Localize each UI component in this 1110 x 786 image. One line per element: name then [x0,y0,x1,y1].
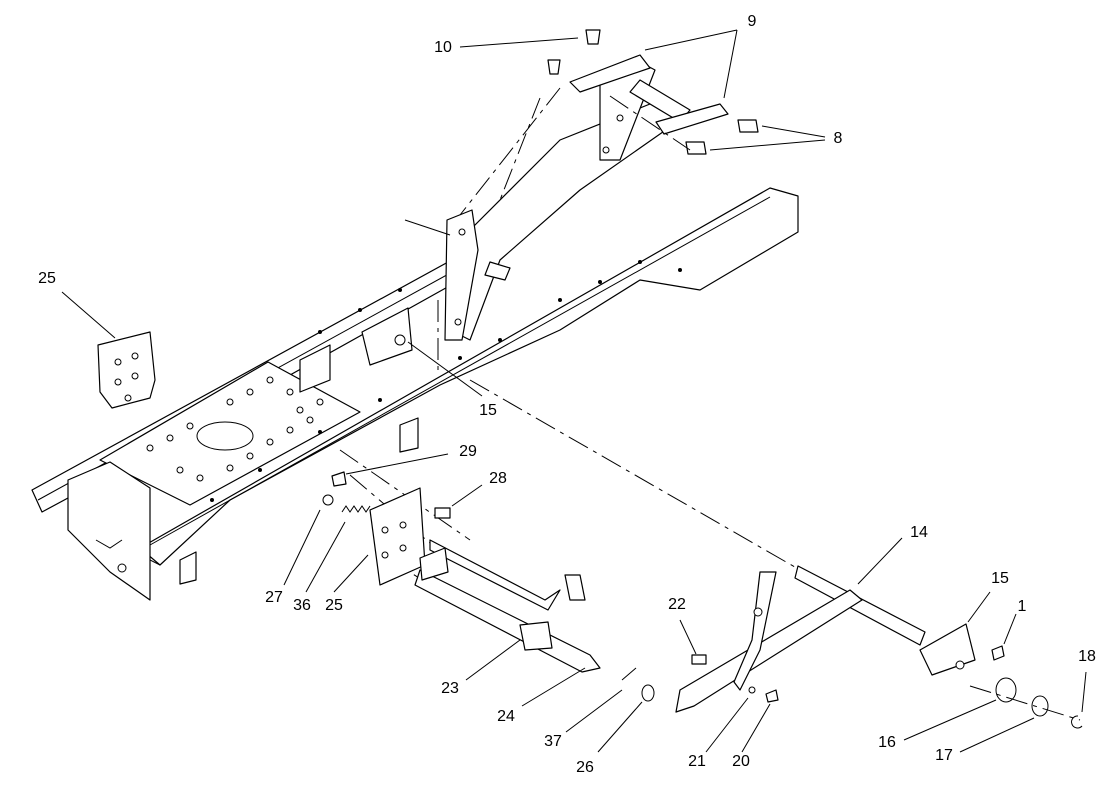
callout-15-right: 15 [991,570,1009,587]
cross-shaft [794,565,926,646]
front-cross-member [67,461,151,601]
callout-18: 18 [1078,648,1096,665]
pedal-bracket [369,487,426,586]
lift-arm-plate-front [444,209,479,341]
clevis-pin-upper [737,119,759,133]
callout-25: 25 [38,270,56,287]
callout-8: 8 [834,130,843,147]
spring [341,505,371,513]
callout-9: 9 [748,13,757,30]
callout-15: 15 [479,402,497,419]
right-frame-rail [139,187,799,566]
callout-21: 21 [688,753,706,770]
callout-10: 10 [434,39,452,56]
callout-25-lower: 25 [325,597,343,614]
shaft-link [733,571,777,691]
e-clip [1071,715,1083,729]
callout-29: 29 [459,443,477,460]
cross-shaft-assembly [621,565,1083,729]
callout-17: 17 [935,747,953,764]
upper-lift-arm [449,99,681,341]
callout-labels: 10 9 8 25 15 29 28 27 36 25 23 24 37 26 … [38,13,1096,776]
callout-24: 24 [497,708,515,725]
right-pivot-bracket [919,623,976,676]
assembly-centerline [469,379,801,571]
washer-27 [322,494,334,506]
lift-arm-assembly [404,29,759,370]
callout-26: 26 [576,759,594,776]
callout-36: 36 [293,597,311,614]
shaft-arm [675,589,863,713]
rail-holes [210,260,682,502]
callout-37: 37 [544,733,562,750]
pivot-bracket-left [361,307,413,366]
callout-16: 16 [878,734,896,751]
frame-assembly [31,187,799,601]
callout-28: 28 [489,470,507,487]
clevis-pin-lower [685,141,707,155]
pedal-rod-lower [414,569,601,673]
flat-washer [1031,695,1049,717]
callout-1: 1 [1018,598,1027,615]
callout-23: 23 [441,680,459,697]
mount-plate-holes [146,376,324,482]
callout-20: 20 [732,753,750,770]
pedal-rod-upper [429,539,561,611]
callout-27: 27 [265,589,283,606]
left-mount-bracket [97,331,156,409]
leader-lines [61,29,1087,753]
callout-22: 22 [668,596,686,613]
pedal-linkage-assembly [322,471,601,673]
callout-14: 14 [910,524,928,541]
bushing [995,677,1017,703]
